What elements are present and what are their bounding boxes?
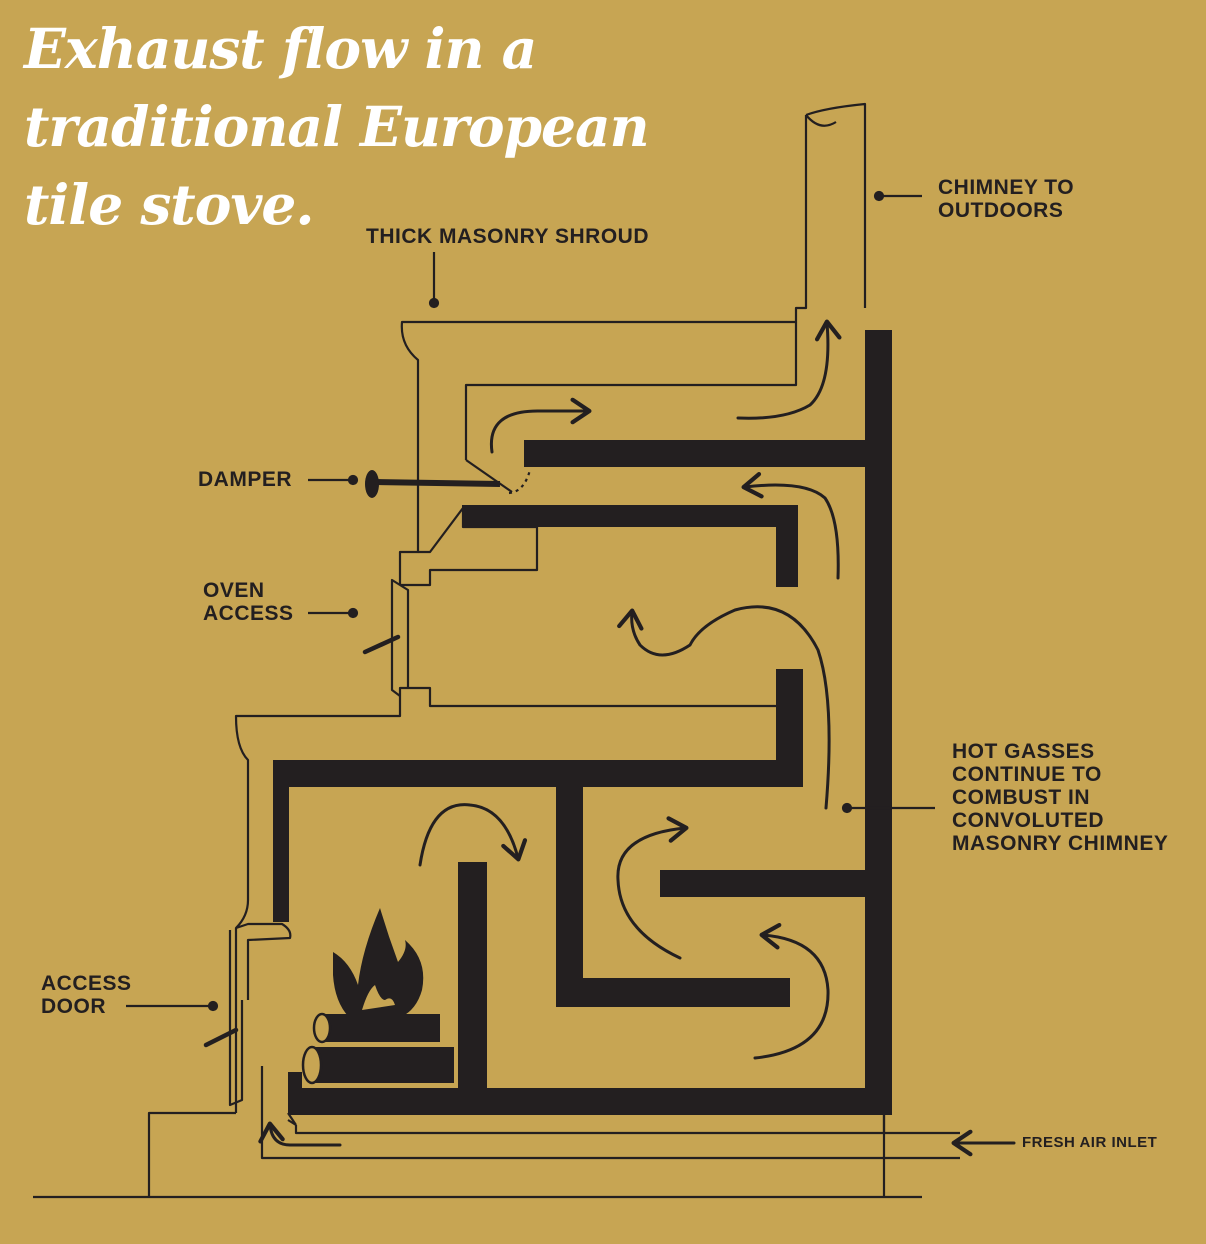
inner-chimney xyxy=(464,322,798,460)
arrow-chimney-rise xyxy=(736,319,842,420)
label-fresh-air-text: FRESH AIR INLET xyxy=(1022,1134,1158,1151)
baffle-right-wall xyxy=(865,330,892,1115)
chimney-top xyxy=(805,102,867,308)
baffle-divider xyxy=(556,787,583,1007)
access-door-handle xyxy=(203,1027,239,1048)
baffle-firebox-top xyxy=(273,760,803,787)
label-access-line-2: DOOR xyxy=(41,995,106,1018)
baffle-oven-top xyxy=(462,505,798,527)
label-shroud-text: THICK MASONRY SHROUD xyxy=(366,225,650,248)
baffle-top-shelf xyxy=(524,440,865,467)
baffle-oven-right xyxy=(776,505,798,587)
baffle-lower-shelf xyxy=(556,978,790,1007)
label-oven-line-2: ACCESS xyxy=(203,602,294,625)
label-hot-line-3: COMBUST IN xyxy=(952,786,1090,809)
label-hot-line-1: HOT GASSES xyxy=(952,740,1095,763)
label-chimney: CHIMNEY TO OUTDOORS xyxy=(938,176,1074,222)
leader-lines xyxy=(126,190,935,1012)
stove-base xyxy=(147,1111,236,1197)
baffle-firewall xyxy=(458,862,487,1088)
label-chimney-line-1: CHIMNEY TO xyxy=(938,176,1075,199)
damper-icon xyxy=(365,459,532,498)
arrow-left-chamber xyxy=(616,816,689,960)
baffle-firebox-left xyxy=(273,760,289,922)
log-bottom xyxy=(312,1047,454,1083)
label-fresh-air: FRESH AIR INLET xyxy=(1022,1134,1157,1151)
title-line-3: tile stove. xyxy=(24,172,315,237)
arrow-long-riser xyxy=(617,605,831,810)
log-top xyxy=(322,1014,440,1042)
baffle-mid-shelf xyxy=(660,870,865,897)
label-oven-access: OVEN ACCESS xyxy=(203,579,294,625)
label-hot-line-5: MASONRY CHIMNEY xyxy=(952,832,1169,855)
baffle-bottom-floor xyxy=(288,1088,892,1115)
title-line-1: Exhaust flow in a xyxy=(24,16,537,81)
label-access-door: ACCESS DOOR xyxy=(41,972,132,1018)
flow-arrows xyxy=(258,319,1016,1157)
label-hot-line-2: CONTINUE TO xyxy=(952,763,1102,786)
oven-handle xyxy=(362,634,401,655)
baffle-upper-riser xyxy=(776,669,803,787)
label-hot-line-4: CONVOLUTED xyxy=(952,809,1104,832)
upper-shell xyxy=(398,115,808,585)
label-chimney-line-2: OUTDOORS xyxy=(938,199,1064,222)
label-hot-gasses: HOT GASSES CONTINUE TO COMBUST IN CONVOL… xyxy=(952,740,1168,855)
stove-outline xyxy=(33,102,960,1199)
label-damper-text: DAMPER xyxy=(198,468,293,491)
label-access-line-1: ACCESS xyxy=(41,972,132,995)
access-door-frame xyxy=(228,922,292,1107)
door-handles xyxy=(203,634,401,1048)
masonry-baffles xyxy=(273,330,892,1115)
title-line-2: traditional European xyxy=(24,94,650,159)
flame-icon xyxy=(333,908,424,1020)
diagram-title: Exhaust flow in a traditional European t… xyxy=(24,10,724,244)
label-shroud: THICK MASONRY SHROUD xyxy=(366,225,649,248)
arrow-oven-loop xyxy=(741,471,840,580)
arrow-firebox-arc xyxy=(418,803,528,867)
oven-door xyxy=(390,578,410,697)
arrow-inlet-return xyxy=(258,1121,342,1147)
fire-icon xyxy=(301,908,454,1085)
label-damper: DAMPER xyxy=(198,468,292,491)
arrow-right-chamber xyxy=(753,922,830,1060)
baffle-door-stub xyxy=(288,1072,302,1088)
label-oven-line-1: OVEN xyxy=(203,579,265,602)
arrow-top-flue xyxy=(489,397,592,454)
air-duct xyxy=(260,1066,960,1160)
